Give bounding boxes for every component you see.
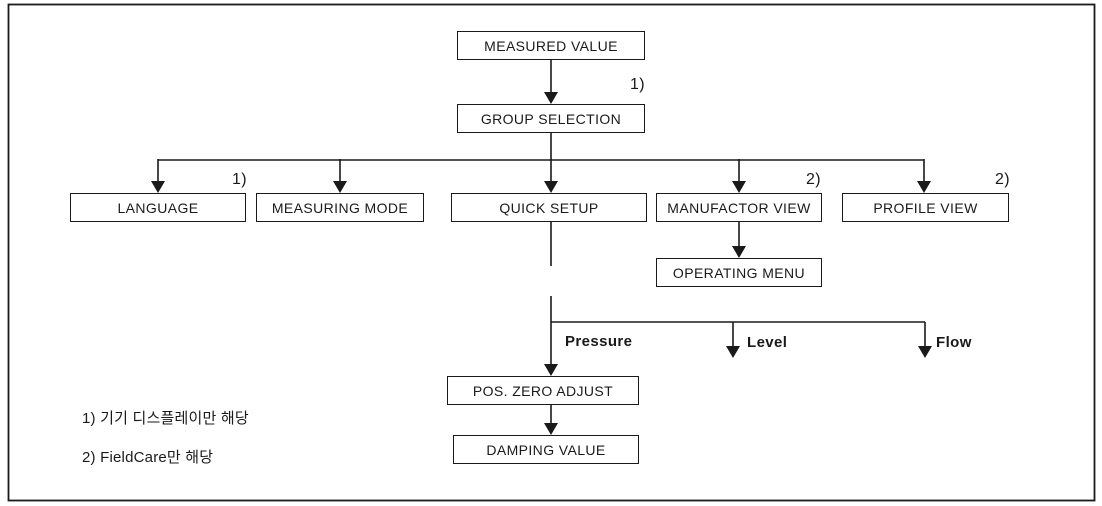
node-quick-setup: QUICK SETUP	[451, 193, 647, 222]
arrowhead-down	[726, 346, 740, 358]
node-damping-value: DAMPING VALUE	[453, 435, 639, 464]
branch-label-flow: Flow	[936, 334, 972, 351]
node-pos-zero-adjust: POS. ZERO ADJUST	[447, 376, 639, 405]
branch-label-level: Level	[747, 334, 788, 351]
branch-label-pressure: Pressure	[565, 333, 633, 350]
arrowhead-down	[732, 181, 746, 193]
connector-bus-to-measuring-mode	[333, 159, 347, 193]
node-language: LANGUAGE	[70, 193, 246, 222]
node-measuring-mode: MEASURING MODE	[256, 193, 424, 222]
node-manufactor-view: MANUFACTOR VIEW	[656, 193, 822, 222]
connector-bus2-to-pos-zero	[544, 322, 558, 376]
arrowhead-down	[544, 364, 558, 376]
connector-bus2-level	[726, 322, 740, 358]
node-operating-menu: OPERATING MENU	[656, 258, 822, 287]
connector-bus-to-manufactor-view	[732, 159, 746, 193]
connector-quick-setup-to-bus2	[550, 222, 925, 323]
node-measured-value: MEASURED VALUE	[457, 31, 645, 60]
node-group-selection: GROUP SELECTION	[457, 104, 645, 133]
arrowhead-down	[333, 181, 347, 193]
arrowhead-down	[544, 181, 558, 193]
arrowhead-down	[917, 181, 931, 193]
connector-bus-to-profile-view	[917, 159, 931, 193]
connector-bus2-flow	[918, 322, 932, 358]
connector-bus-to-language	[151, 159, 165, 193]
arrowhead-down	[544, 423, 558, 435]
ref-marker-profile-view: 2)	[995, 171, 1010, 188]
arrowhead-down	[918, 346, 932, 358]
arrowhead-down	[732, 246, 746, 258]
connector-measured-to-group	[544, 60, 558, 104]
node-profile-view: PROFILE VIEW	[842, 193, 1009, 222]
footnote-fieldcare-only: 2) FieldCare만 해당	[82, 449, 214, 466]
ref-marker-manufactor-view: 2)	[806, 171, 821, 188]
ref-marker-group-selection: 1)	[630, 76, 645, 93]
ref-marker-language: 1)	[232, 171, 247, 188]
arrowhead-down	[544, 92, 558, 104]
connector-pos-zero-to-damping	[544, 405, 558, 435]
connector-manufactor-to-operating	[732, 222, 746, 258]
diagram-border	[7, 3, 1096, 502]
arrowhead-down	[151, 181, 165, 193]
connector-bus-to-quick-setup	[544, 159, 558, 193]
footnote-display-only: 1) 기기 디스플레이만 해당	[82, 410, 249, 427]
connector-group-to-bus	[158, 133, 924, 161]
